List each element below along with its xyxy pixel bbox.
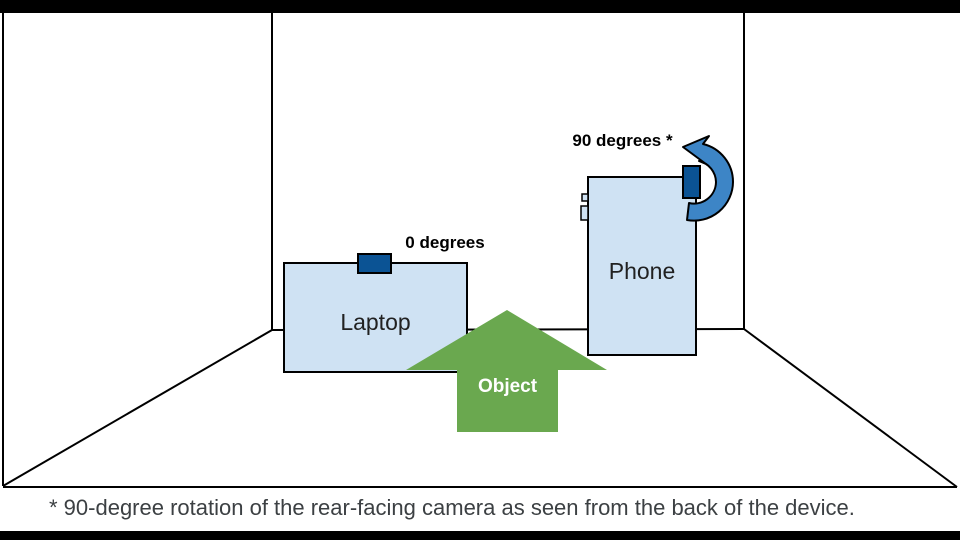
room-left-floor-line [2,329,273,487]
laptop-label: Laptop [340,309,411,335]
footnote: * 90-degree rotation of the rear-facing … [45,492,925,523]
phone-camera-icon [682,165,701,199]
phone-side-button-bottom [580,205,589,221]
bottom-letterbox-bar [0,531,960,540]
phone-shape [587,176,697,356]
phone-rotation-label: 90 degrees * [572,131,673,150]
phone-side-button-top [581,193,589,202]
object-label: Object [477,376,538,397]
phone-label: Phone [608,258,676,284]
rotation-arrow-icon [682,135,735,222]
laptop-camera-icon [357,253,392,274]
laptop-rotation-label: 0 degrees [405,233,485,252]
object-arrow-icon [406,310,607,432]
top-letterbox-bar [0,0,960,13]
room-right-floor-line [743,328,958,488]
